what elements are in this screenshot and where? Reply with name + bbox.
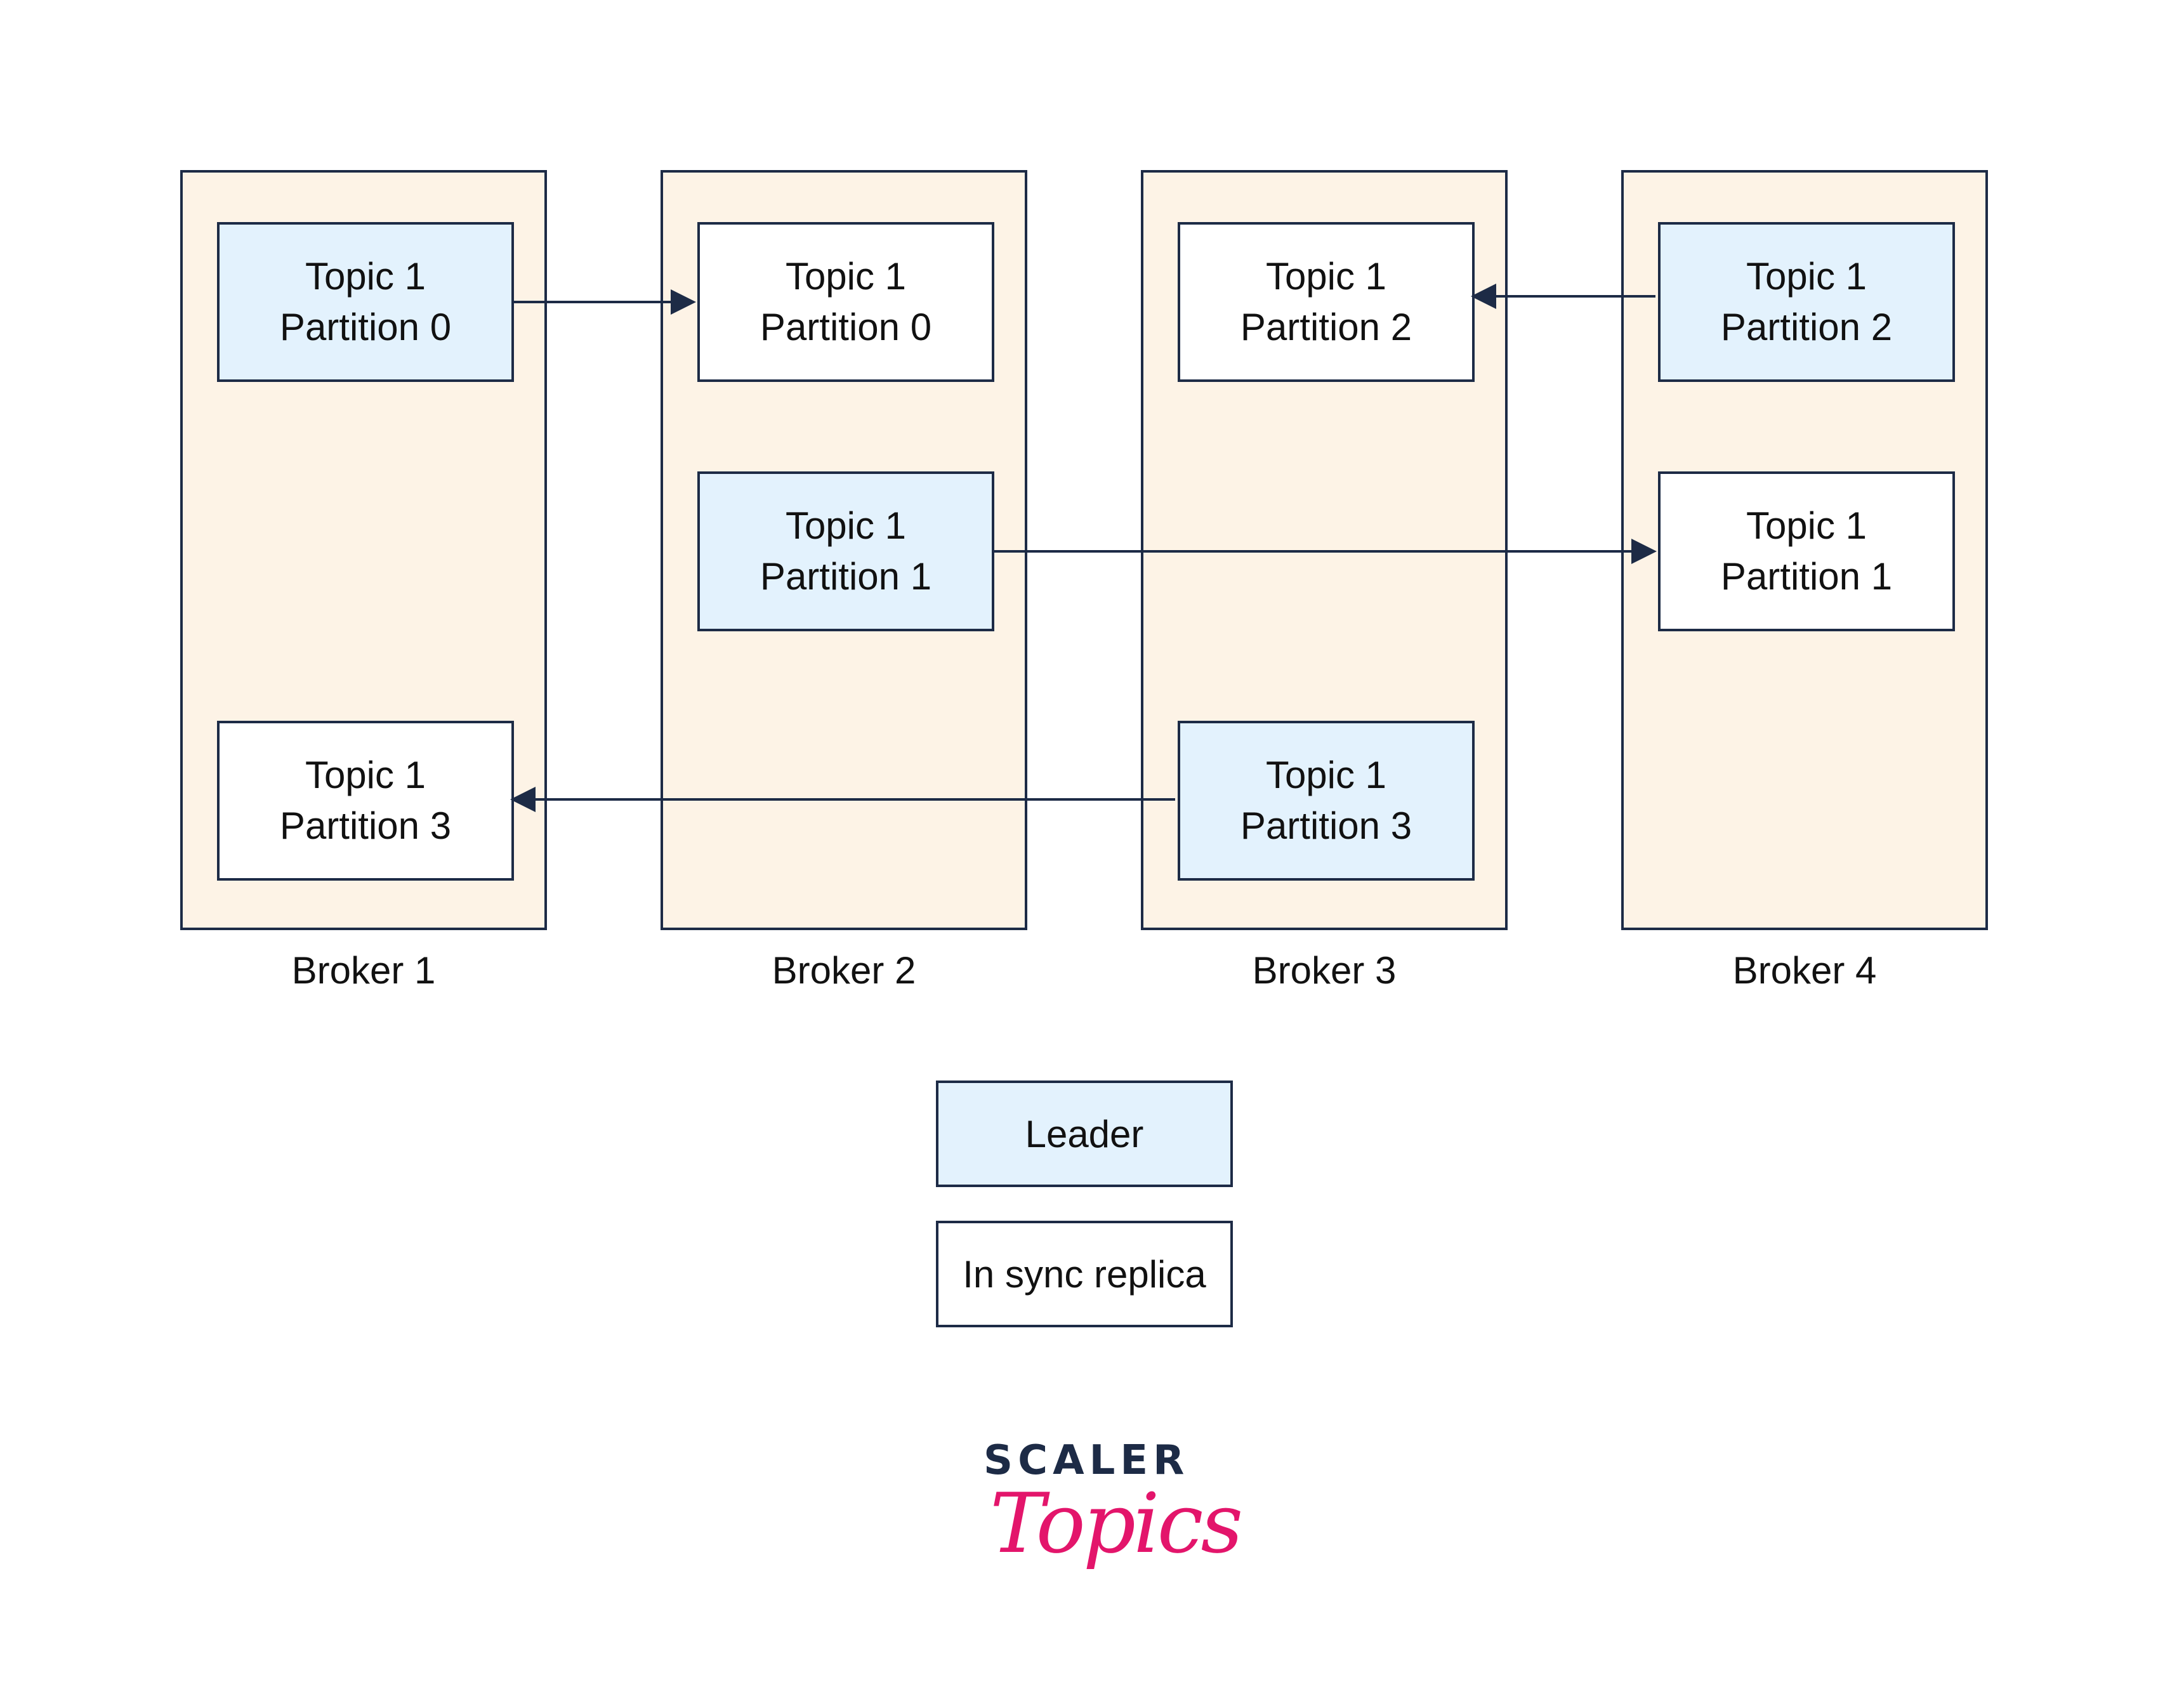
topic-label: Topic 1 bbox=[1265, 754, 1387, 796]
broker-3-label: Broker 3 bbox=[1252, 949, 1397, 992]
legend-leader-label: Leader bbox=[1025, 1112, 1144, 1155]
broker-1-partition-0-leader: Topic 1 Partition 0 bbox=[217, 222, 514, 382]
broker-4-partition-2-leader: Topic 1 Partition 2 bbox=[1658, 222, 1955, 382]
broker-3-partition-3-leader: Topic 1 Partition 3 bbox=[1178, 721, 1475, 881]
broker-1-label: Broker 1 bbox=[291, 949, 436, 992]
topic-label: Topic 1 bbox=[785, 504, 907, 547]
broker-2-partition-0-replica: Topic 1 Partition 0 bbox=[697, 222, 994, 382]
broker-1-container: Topic 1 Partition 0 Topic 1 Partition 3 bbox=[180, 170, 547, 930]
topic-label: Topic 1 bbox=[305, 255, 426, 298]
topic-label: Topic 1 bbox=[1746, 255, 1867, 298]
legend-in-sync-replica: In sync replica bbox=[936, 1221, 1233, 1327]
broker-2-label: Broker 2 bbox=[772, 949, 916, 992]
legend-replica-label: In sync replica bbox=[963, 1252, 1206, 1296]
broker-4-container: Topic 1 Partition 2 Topic 1 Partition 1 bbox=[1621, 170, 1988, 930]
partition-label: Partition 2 bbox=[1240, 306, 1412, 348]
partition-label: Partition 1 bbox=[1720, 555, 1893, 598]
logo-topics-text: Topics bbox=[990, 1475, 1243, 1572]
broker-3-container: Topic 1 Partition 2 Topic 1 Partition 3 bbox=[1141, 170, 1508, 930]
scaler-topics-logo: SCALER Topics bbox=[984, 1437, 1243, 1602]
broker-4-partition-1-replica: Topic 1 Partition 1 bbox=[1658, 471, 1955, 631]
broker-3-partition-2-replica: Topic 1 Partition 2 bbox=[1178, 222, 1475, 382]
topic-label: Topic 1 bbox=[305, 754, 426, 796]
legend-leader: Leader bbox=[936, 1081, 1233, 1187]
partition-label: Partition 3 bbox=[279, 805, 452, 847]
broker-1-partition-3-replica: Topic 1 Partition 3 bbox=[217, 721, 514, 881]
partition-label: Partition 3 bbox=[1240, 805, 1412, 847]
broker-2-container: Topic 1 Partition 0 Topic 1 Partition 1 bbox=[661, 170, 1027, 930]
topic-label: Topic 1 bbox=[1746, 504, 1867, 547]
partition-label: Partition 0 bbox=[760, 306, 932, 348]
broker-2-partition-1-leader: Topic 1 Partition 1 bbox=[697, 471, 994, 631]
partition-label: Partition 1 bbox=[760, 555, 932, 598]
logo-scaler-text: SCALER bbox=[984, 1437, 1190, 1484]
topic-label: Topic 1 bbox=[785, 255, 907, 298]
topic-label: Topic 1 bbox=[1265, 255, 1387, 298]
broker-4-label: Broker 4 bbox=[1732, 949, 1877, 992]
partition-label: Partition 0 bbox=[279, 306, 452, 348]
partition-label: Partition 2 bbox=[1720, 306, 1893, 348]
